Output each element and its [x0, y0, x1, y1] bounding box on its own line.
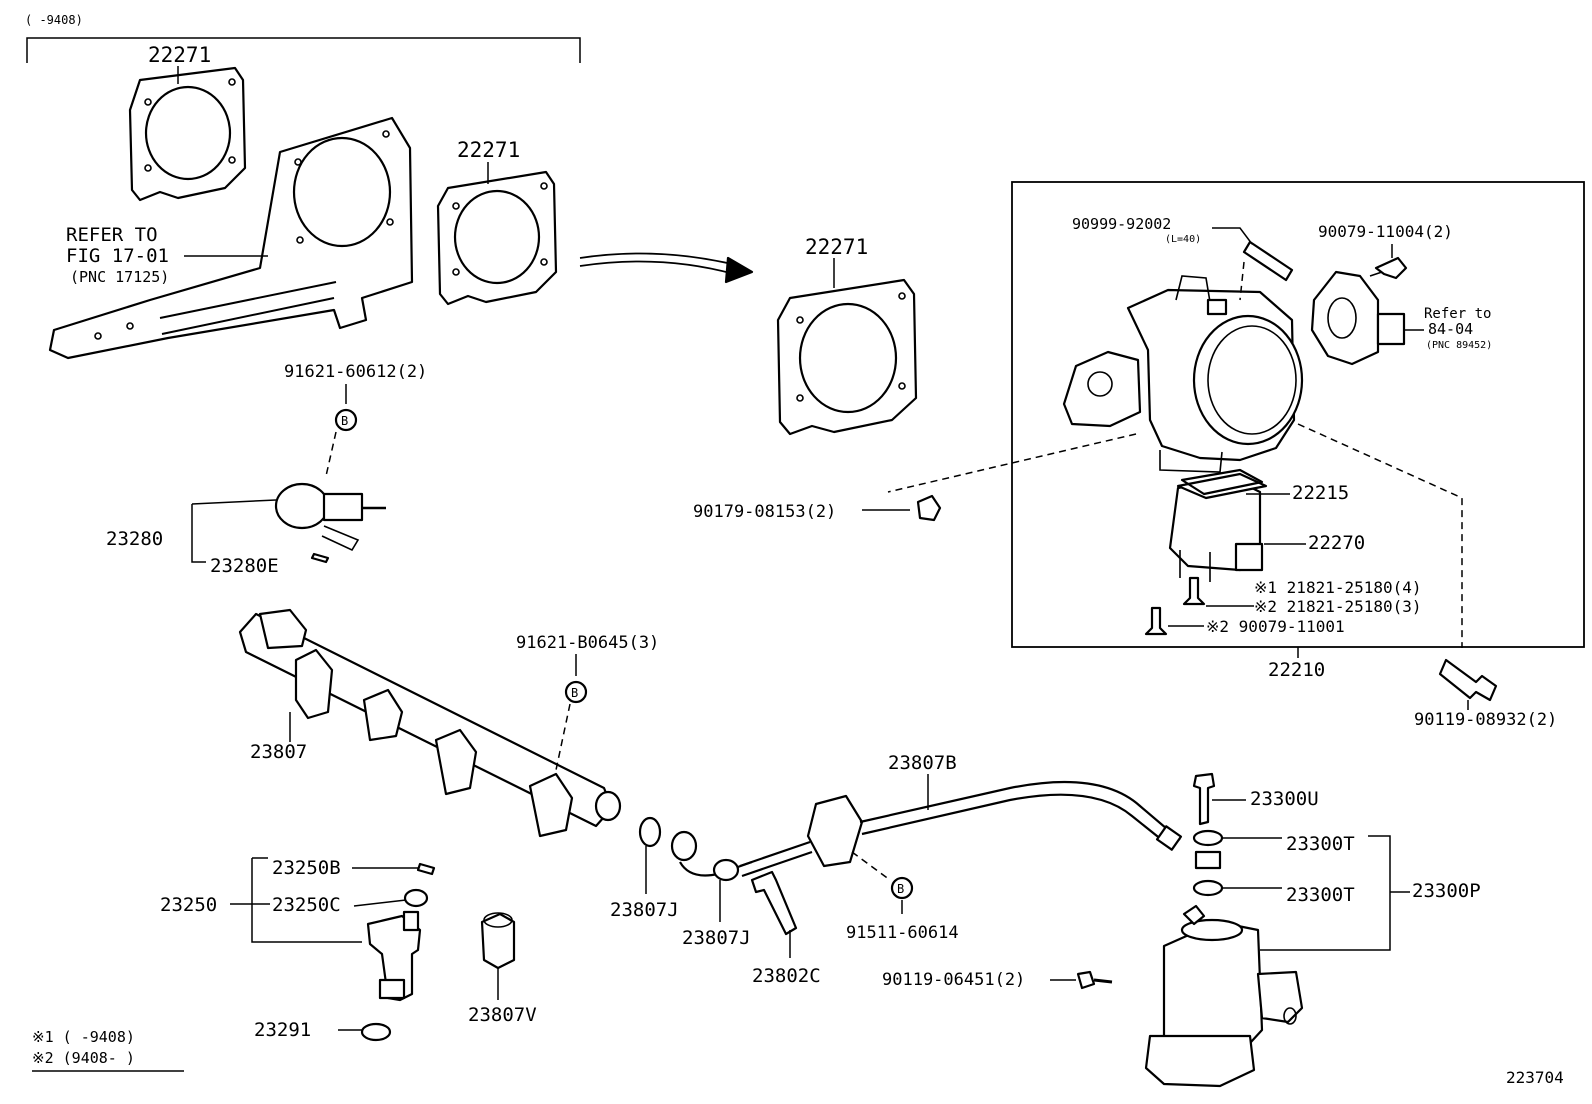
- circle-b-3: B: [897, 882, 904, 896]
- gasket-22215-label: 22215: [1292, 482, 1349, 504]
- pin-90999-label: 90999-92002: [1072, 215, 1171, 233]
- bolt-23300u: [1192, 772, 1216, 826]
- part-23807b-label: 23807B: [888, 752, 957, 774]
- gasket-22271-b-label: 22271: [457, 138, 520, 162]
- refer-fig-17-01-line3: (PNC 17125): [70, 268, 169, 286]
- throttle-body: [1062, 275, 1304, 473]
- screw-90079-11004-label: 90079-11004(2): [1318, 222, 1453, 241]
- banjo-fitting: [712, 858, 740, 882]
- screw-90079-11004: [1374, 256, 1408, 280]
- screw-21821-25180: [1182, 576, 1206, 606]
- part-23280e-label: 23280E: [210, 555, 279, 577]
- part-23807v-label: 23807V: [468, 1004, 537, 1026]
- refer-fig-17-01-line2: FIG 17-01: [66, 245, 169, 267]
- gasket-23807j-b: [670, 830, 698, 862]
- refer-fig-17-01-line1: REFER TO: [66, 224, 158, 246]
- part-23280-label: 23280: [106, 528, 163, 550]
- part-23250c-label: 23250C: [272, 894, 341, 916]
- circle-b-1: B: [341, 414, 348, 428]
- figure-number: 223704: [1506, 1068, 1564, 1087]
- fuel-injector: [366, 910, 422, 1002]
- assembly-22210-label: 22210: [1268, 659, 1325, 681]
- throttle-position-sensor: [1310, 270, 1406, 366]
- direction-arrow: [579, 252, 741, 267]
- screw-1-label: ※1 21821-25180(4): [1254, 578, 1422, 597]
- part-23802c-label: 23802C: [752, 965, 821, 987]
- part-23291-label: 23291: [254, 1019, 311, 1041]
- circle-b-marker-3: [890, 876, 914, 900]
- bolt-91621-b0645-label: 91621-B0645(3): [516, 633, 659, 653]
- throttle-bracket-plate: [48, 116, 414, 360]
- part-23300u-label: 23300U: [1250, 788, 1319, 810]
- part-23807-label: 23807: [250, 741, 307, 763]
- screw-90079-11001: [1144, 606, 1168, 636]
- part-23300t-b-label: 23300T: [1286, 884, 1355, 906]
- refer-84-04-line1: Refer to: [1424, 306, 1491, 322]
- gasket-22215: [1180, 468, 1264, 496]
- iacv-22270-label: 22270: [1308, 532, 1365, 554]
- range-bracket: [26, 37, 581, 63]
- part-23300t-a-label: 23300T: [1286, 833, 1355, 855]
- fuel-delivery-pipe: [238, 608, 622, 838]
- fuel-pipe-23807b: [739, 780, 1183, 878]
- bolt-90119-06451-label: 90119-06451(2): [882, 970, 1025, 990]
- union-bolt-23802c: [750, 870, 798, 936]
- refer-84-04-line3: (PNC 89452): [1426, 340, 1492, 351]
- refer-84-04-line2: 84-04: [1428, 320, 1473, 338]
- legend-line1: ※1 ( -9408): [32, 1028, 135, 1046]
- part-23807j-a-label: 23807J: [610, 899, 679, 921]
- gasket-22271-a-label: 22271: [148, 43, 211, 67]
- screw-2-label: ※2 21821-25180(3): [1254, 597, 1422, 616]
- nut-90179-label: 90179-08153(2): [693, 502, 836, 522]
- legend-line2: ※2 (9408- ): [32, 1049, 135, 1067]
- part-23300p-label: 23300P: [1412, 880, 1481, 902]
- gasket-22271-c-label: 22271: [805, 235, 868, 259]
- circle-b-marker-1: [334, 408, 358, 432]
- bolt-90119-06451: [1076, 970, 1096, 990]
- gasket-22271-c: [776, 278, 918, 436]
- clip-23280e: [310, 552, 330, 564]
- gasket-23807j-a: [638, 816, 662, 848]
- nut-90179-08153: [916, 494, 942, 522]
- gasket-23300t-b: [1192, 879, 1224, 897]
- screw-3-label: ※2 90079-11001: [1206, 617, 1345, 636]
- o-ring-23250b: [416, 862, 436, 876]
- pulsation-damper: [1144, 904, 1304, 1088]
- grommet-23250c: [403, 888, 429, 908]
- gasket-22271-b: [436, 170, 558, 306]
- circle-b-marker-2: [564, 680, 588, 704]
- circle-b-2: B: [571, 686, 578, 700]
- insulator-23807v: [480, 912, 516, 970]
- bolt-91621-60612-label: 91621-60612(2): [284, 362, 427, 382]
- bolt-90119-08932-label: 90119-08932(2): [1414, 710, 1557, 730]
- part-23250b-label: 23250B: [272, 857, 341, 879]
- range-note: ( -9408): [25, 13, 83, 27]
- part-23250-label: 23250: [160, 894, 217, 916]
- insulator-23291: [360, 1022, 392, 1042]
- gasket-23300t-a: [1192, 829, 1224, 847]
- pin-90999-92002: [1242, 240, 1294, 282]
- vsv-23280: [274, 482, 386, 552]
- bolt-91511-60614-label: 91511-60614: [846, 923, 959, 943]
- bolt-90119-08932: [1438, 658, 1498, 702]
- spacer: [1194, 850, 1222, 870]
- pin-length-label: (L=40): [1165, 234, 1201, 245]
- part-23807j-b-label: 23807J: [682, 927, 751, 949]
- gasket-22271-a: [128, 66, 247, 202]
